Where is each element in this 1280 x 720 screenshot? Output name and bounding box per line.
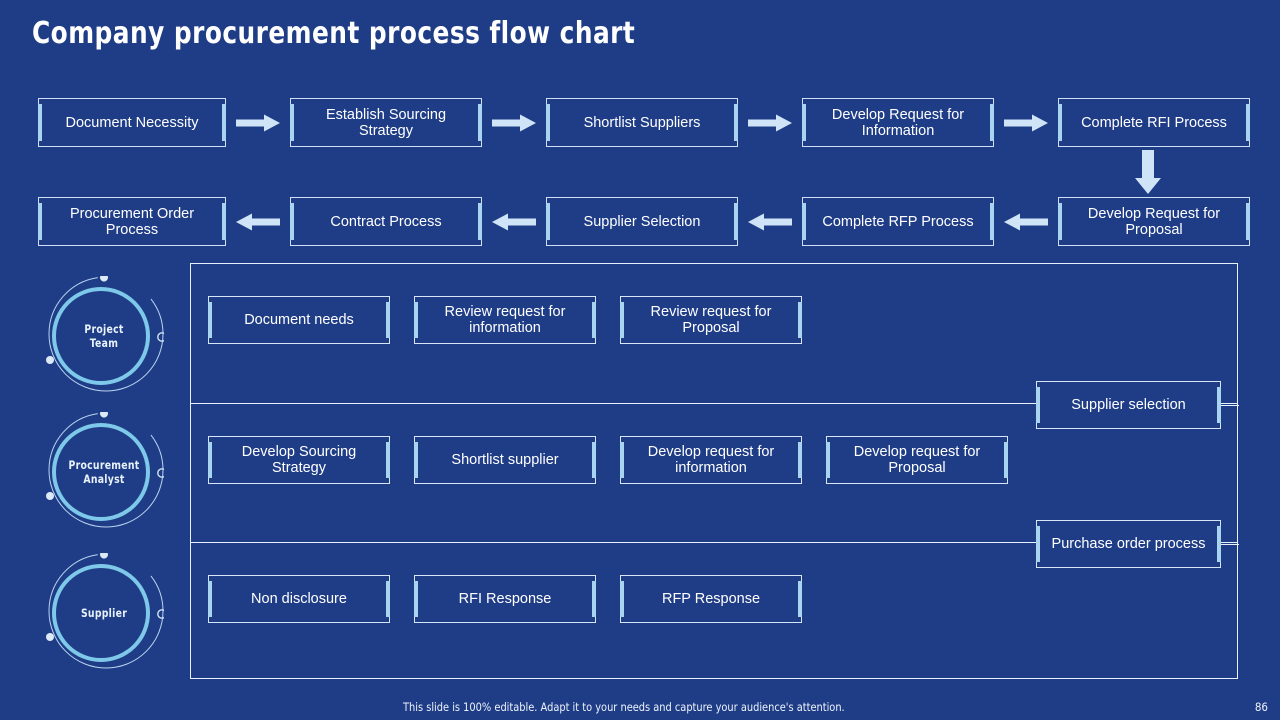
- task-box-label: Purchase order process: [1051, 536, 1206, 552]
- flow-box-label: Procurement Order Process: [69, 205, 195, 238]
- arrow-gap: [738, 197, 802, 246]
- flow-box-contract-process[interactable]: Contract Process: [290, 197, 482, 246]
- task-box-review-request-for-proposal[interactable]: Review request for Proposal: [620, 296, 802, 344]
- swimlane-container: Document needs Review request for inform…: [190, 263, 1239, 681]
- flow-box-document-necessity[interactable]: Document Necessity: [38, 98, 226, 147]
- swimlane-supplier: Non disclosure RFI Response RFP Response: [191, 542, 1237, 681]
- task-box-rfp-response[interactable]: RFP Response: [620, 575, 802, 623]
- task-box-label: RFP Response: [661, 591, 761, 607]
- task-box-label: RFI Response: [458, 591, 552, 607]
- connector-line: [1221, 544, 1239, 545]
- arrow-gap: [482, 197, 546, 246]
- task-box-label: Document needs: [244, 312, 354, 328]
- connector-line: [1221, 405, 1239, 406]
- task-box-develop-request-for-proposal[interactable]: Develop request for Proposal: [826, 436, 1008, 484]
- flow-box-label: Complete RFP Process: [822, 213, 974, 230]
- task-box-label: Supplier selection: [1071, 397, 1186, 413]
- flow-box-develop-request-for-proposal[interactable]: Develop Request for Proposal: [1058, 197, 1250, 246]
- flow-box-shortlist-suppliers[interactable]: Shortlist Suppliers: [546, 98, 738, 147]
- arrow-down-icon: [1135, 150, 1161, 194]
- flow-box-label: Complete RFI Process: [1081, 114, 1227, 131]
- role-label-line2: Team: [89, 336, 119, 350]
- arrow-gap: [482, 98, 546, 147]
- flow-box-label: Document Necessity: [65, 114, 199, 131]
- flow-box-establish-sourcing-strategy[interactable]: Establish Sourcing Strategy: [290, 98, 482, 147]
- role-label-line1: Supplier: [80, 606, 128, 620]
- process-flow-row-bottom: Procurement Order Process Contract Proce…: [38, 197, 1250, 246]
- process-flow-row-top: Document Necessity Establish Sourcing St…: [38, 98, 1250, 147]
- task-box-non-disclosure[interactable]: Non disclosure: [208, 575, 390, 623]
- flow-box-complete-rfi-process[interactable]: Complete RFI Process: [1058, 98, 1250, 147]
- flow-box-label: Develop Request for Proposal: [1087, 205, 1221, 238]
- arrow-gap: [994, 197, 1058, 246]
- arrow-left-icon: [236, 213, 280, 230]
- arrow-gap: [226, 98, 290, 147]
- flow-box-complete-rfp-process[interactable]: Complete RFP Process: [802, 197, 994, 246]
- flow-box-label: Contract Process: [330, 213, 442, 230]
- role-label-line1: Project: [84, 322, 124, 336]
- task-box-document-needs[interactable]: Document needs: [208, 296, 390, 344]
- task-box-develop-request-for-information[interactable]: Develop request for information: [620, 436, 802, 484]
- circle-ring-icon: [46, 276, 164, 392]
- task-box-label: Review request for information: [444, 304, 566, 336]
- page-number: 86: [1254, 700, 1268, 714]
- flow-box-procurement-order-process[interactable]: Procurement Order Process: [38, 197, 226, 246]
- circle-ring-icon: [46, 553, 164, 669]
- swimlane-procurement-analyst: Develop Sourcing Strategy Shortlist supp…: [191, 403, 1237, 543]
- arrow-right-icon: [1004, 114, 1048, 131]
- arrow-right-icon: [492, 114, 536, 131]
- task-box-shortlist-supplier[interactable]: Shortlist supplier: [414, 436, 596, 484]
- task-box-label: Non disclosure: [251, 591, 347, 607]
- swimlane-project-team: Document needs Review request for inform…: [191, 264, 1237, 403]
- flow-box-label: Shortlist Suppliers: [583, 114, 701, 131]
- swimlane-task-row: Develop Sourcing Strategy Shortlist supp…: [208, 436, 1032, 484]
- role-label: Project Team: [50, 276, 158, 396]
- footer: This slide is 100% editable. Adapt it to…: [0, 692, 1280, 720]
- task-box-label: Develop request for Proposal: [853, 444, 981, 476]
- flow-box-develop-request-for-information[interactable]: Develop Request for Information: [802, 98, 994, 147]
- arrow-left-icon: [1004, 213, 1048, 230]
- flow-box-supplier-selection[interactable]: Supplier Selection: [546, 197, 738, 246]
- task-box-review-request-for-information[interactable]: Review request for information: [414, 296, 596, 344]
- role-badge-project-team[interactable]: Project Team: [44, 276, 164, 396]
- task-box-supplier-selection[interactable]: Supplier selection: [1036, 381, 1221, 429]
- circle-ring-icon: [46, 412, 164, 528]
- flow-box-label: Develop Request for Information: [831, 106, 965, 139]
- task-box-label: Review request for Proposal: [650, 304, 772, 336]
- role-label: Procurement Analyst: [50, 412, 158, 532]
- arrow-right-icon: [236, 114, 280, 131]
- task-box-rfi-response[interactable]: RFI Response: [414, 575, 596, 623]
- arrow-gap: [994, 98, 1058, 147]
- swimlane-task-row: Non disclosure RFI Response RFP Response: [208, 575, 826, 623]
- role-label-line1: Procurement: [68, 458, 140, 472]
- task-box-label: Shortlist supplier: [451, 452, 559, 468]
- flow-box-label: Supplier Selection: [583, 213, 701, 230]
- arrow-gap: [226, 197, 290, 246]
- task-box-develop-sourcing-strategy[interactable]: Develop Sourcing Strategy: [208, 436, 390, 484]
- role-label: Supplier: [50, 553, 158, 673]
- flow-box-label: Establish Sourcing Strategy: [325, 106, 447, 139]
- arrow-left-icon: [748, 213, 792, 230]
- task-box-label: Develop Sourcing Strategy: [241, 444, 357, 476]
- arrow-left-icon: [492, 213, 536, 230]
- role-badge-supplier[interactable]: Supplier: [44, 553, 164, 673]
- task-box-purchase-order-process[interactable]: Purchase order process: [1036, 520, 1221, 568]
- arrow-gap: [738, 98, 802, 147]
- swimlane-task-row: Document needs Review request for inform…: [208, 296, 826, 344]
- page-title: Company procurement process flow chart: [32, 16, 636, 51]
- role-label-line2: Analyst: [83, 472, 125, 486]
- task-box-label: Develop request for information: [647, 444, 775, 476]
- footer-note: This slide is 100% editable. Adapt it to…: [403, 700, 845, 714]
- arrow-right-icon: [748, 114, 792, 131]
- role-badge-procurement-analyst[interactable]: Procurement Analyst: [44, 412, 164, 532]
